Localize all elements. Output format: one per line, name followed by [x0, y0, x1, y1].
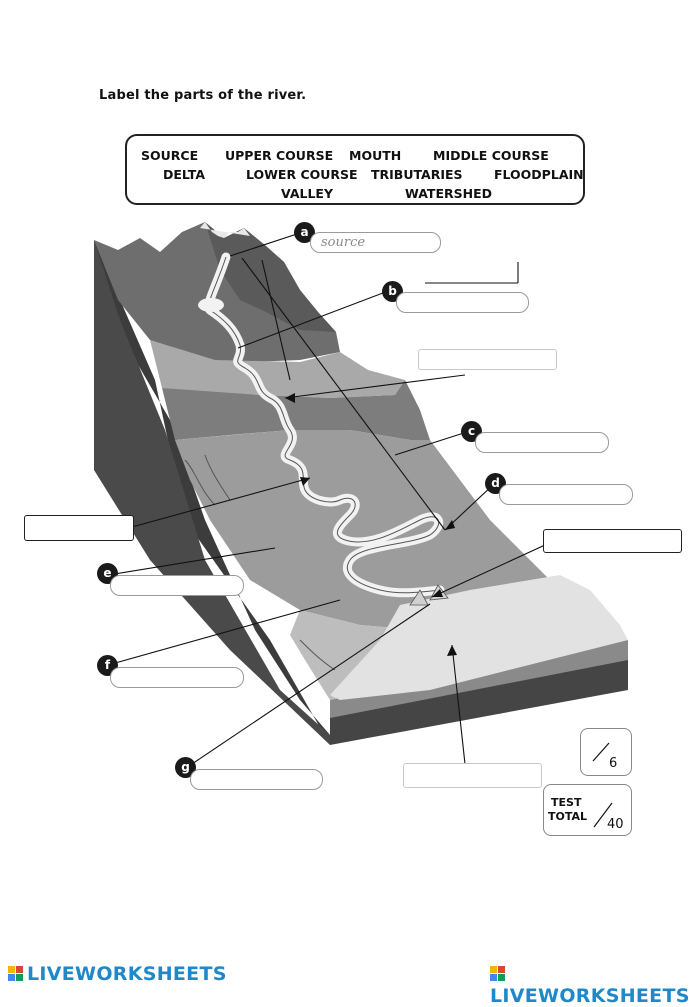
score-slash-icon: [592, 742, 610, 762]
pointer-d: [444, 482, 496, 531]
word-watershed: WATERSHED: [405, 186, 492, 201]
liveworksheets-logo-right: LIVEWORKSHEETS: [490, 963, 700, 1007]
pointer-bottom: [451, 644, 466, 765]
word-lower-course: LOWER COURSE: [246, 167, 358, 182]
word-middle-course: MIDDLE COURSE: [433, 148, 549, 163]
word-tributaries: TRIBUTARIES: [371, 167, 463, 182]
answer-field-b[interactable]: [396, 292, 529, 313]
answer-field-bottom[interactable]: [403, 763, 542, 788]
river-outline: [208, 256, 441, 594]
word-valley: VALLEY: [281, 186, 334, 201]
snow-peaks: [200, 222, 250, 238]
sea-area: [330, 575, 628, 700]
test-total-value: 40: [607, 817, 624, 832]
word-source: SOURCE: [141, 148, 199, 163]
arrowheads: [285, 393, 457, 656]
logo-mark-icon: [8, 966, 24, 982]
score-total: 6: [609, 756, 618, 771]
answer-field-a[interactable]: [310, 232, 441, 253]
logo-text-right: LIVEWORKSHEETS: [490, 985, 690, 1007]
test-label: TEST: [551, 796, 582, 809]
delta-islands: [409, 589, 429, 606]
arrow-left: [300, 477, 310, 486]
pointer-c: [394, 430, 471, 456]
answer-field-top[interactable]: [418, 349, 557, 370]
word-upper-course: UPPER COURSE: [225, 148, 334, 163]
arrow-d: [445, 520, 455, 530]
answer-field-d[interactable]: [499, 484, 633, 505]
answer-field-left[interactable]: [24, 515, 134, 541]
arrow-top: [285, 393, 295, 403]
label-badge-a: a: [294, 222, 315, 243]
middle-plain: [175, 430, 560, 630]
total-label: TOTAL: [548, 810, 588, 823]
arrow-right: [432, 589, 443, 597]
pointer-b: [237, 290, 389, 349]
pointer-right: [431, 544, 546, 598]
upper-plateau: [150, 340, 405, 398]
cliff-face-main: [94, 240, 330, 745]
word-mouth: MOUTH: [349, 148, 402, 163]
tributary-lines: [184, 454, 336, 671]
mountain-shade: [205, 222, 336, 332]
pointer-e: [107, 547, 276, 576]
answer-field-f[interactable]: [110, 667, 244, 688]
answer-field-right[interactable]: [543, 529, 682, 553]
word-bank: [125, 134, 585, 205]
pointer-lines: [107, 231, 546, 769]
pointer-left: [131, 477, 311, 528]
test-slash-icon: [593, 802, 613, 828]
arrow-bottom: [447, 645, 457, 656]
answer-field-g[interactable]: [190, 769, 323, 790]
test-total-box: TEST TOTAL 40: [543, 784, 632, 836]
mountain-lake: [198, 298, 224, 312]
pointer-a: [229, 231, 304, 257]
watershed-line-2: [261, 259, 291, 381]
pointer-f: [107, 599, 341, 666]
logo-text-left: LIVEWORKSHEETS: [27, 963, 227, 985]
answer-field-e[interactable]: [110, 575, 244, 596]
pointer-g: [185, 603, 431, 769]
instruction-text: Label the parts of the river.: [99, 88, 307, 103]
front-top-strip: [330, 640, 628, 718]
score-box: 6: [580, 728, 632, 776]
word-floodplain: FLOODPLAIN: [494, 167, 584, 182]
pointer-unlabeled-top: [284, 374, 466, 399]
word-delta: DELTA: [163, 167, 206, 182]
liveworksheets-logo-left: LIVEWORKSHEETS: [8, 963, 227, 985]
answer-field-c[interactable]: [475, 432, 609, 453]
watershed-line: [241, 257, 446, 531]
valley-slopes: [162, 380, 430, 440]
logo-mark-icon-right: [490, 966, 506, 982]
